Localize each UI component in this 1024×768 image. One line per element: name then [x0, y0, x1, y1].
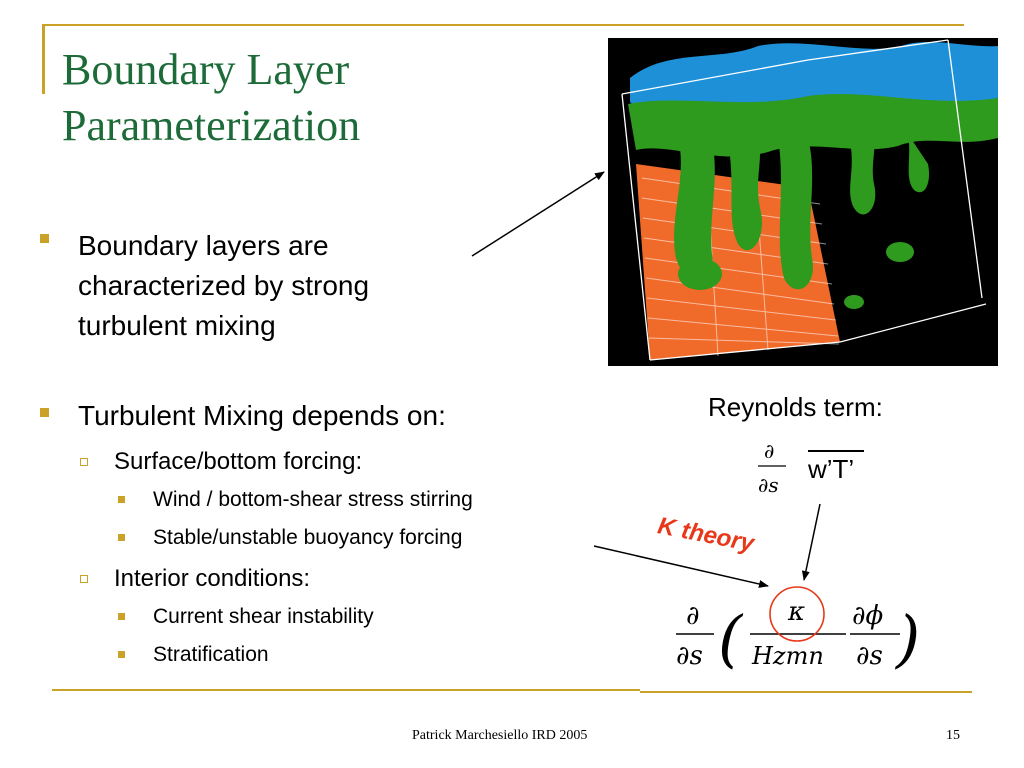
reynolds-partial-derivative: ∂ ∂s: [758, 439, 786, 497]
slide-title-line-1: Boundary Layer: [62, 45, 350, 94]
square-bullet-icon: [118, 496, 125, 503]
green-mixed-layer: [628, 94, 998, 157]
blue-surface-layer: [630, 42, 998, 112]
svg-text:κ: κ: [787, 597, 805, 627]
title-frame-vertical: [42, 24, 45, 94]
green-blob: [886, 242, 914, 262]
slide-title: Boundary Layer Parameterization: [62, 42, 582, 154]
svg-text:∂s: ∂s: [856, 641, 883, 671]
green-plume: [908, 134, 930, 193]
subsubbullet-text: Stable/unstable buoyancy forcing: [153, 526, 463, 549]
subsubbullet-text: Current shear instability: [153, 605, 374, 628]
footer-divider-left: [52, 689, 640, 691]
footer-author: Patrick Marchesiello IRD 2005: [412, 728, 588, 743]
boundary-layer-3d-visualization: [608, 38, 998, 366]
reynolds-flux-overline: [808, 450, 864, 452]
subsubbullet-text: Wind / bottom-shear stress stirring: [153, 488, 473, 511]
square-bullet-icon: [118, 651, 125, 658]
svg-text:∂s: ∂s: [676, 641, 703, 671]
reynolds-term-label: Reynolds term:: [708, 392, 883, 422]
green-plume: [848, 134, 876, 215]
title-frame-horizontal: [42, 24, 964, 26]
green-plume: [674, 138, 715, 279]
bullet-text-line: Turbulent Mixing depends on:: [78, 400, 446, 431]
bullet-text-line: turbulent mixing: [78, 310, 276, 341]
subbullet-text: Interior conditions:: [114, 565, 311, 592]
bullet-text-line: characterized by strong: [78, 270, 370, 301]
svg-text:∂: ∂: [764, 439, 774, 463]
subbullet-text: Surface/bottom forcing:: [114, 448, 363, 475]
arrow-from-reynolds: [801, 503, 821, 581]
green-plume: [778, 138, 813, 290]
svg-text:∂ϕ: ∂ϕ: [852, 601, 883, 631]
green-blob: [844, 295, 864, 309]
square-bullet-icon: [40, 234, 49, 243]
hollow-square-bullet-icon: [80, 575, 88, 583]
k-theory-label: K theory: [655, 512, 757, 558]
slide-number: 15: [946, 728, 960, 743]
square-bullet-icon: [40, 408, 49, 417]
bullet-text-line: Boundary layers are: [78, 230, 329, 261]
svg-text:): ): [894, 602, 920, 675]
green-plume: [728, 140, 762, 251]
kappa-highlight-circle: [769, 586, 825, 642]
svg-text:∂s: ∂s: [758, 473, 779, 497]
svg-text:Hzmn: Hzmn: [751, 642, 824, 670]
svg-text:(: (: [718, 602, 744, 675]
hollow-square-bullet-icon: [80, 458, 88, 466]
subsubbullet-text: Stratification: [153, 643, 269, 666]
square-bullet-icon: [118, 534, 125, 541]
k-theory-equation: ∂ ∂s ( κ Hzmn ∂ϕ ∂s ): [676, 597, 920, 675]
green-blob: [678, 258, 722, 290]
square-bullet-icon: [118, 613, 125, 620]
svg-text:∂: ∂: [686, 601, 699, 631]
reynolds-flux-term: w’T’: [808, 454, 855, 484]
footer-divider-right: [640, 691, 972, 693]
slide-title-line-2: Parameterization: [62, 101, 361, 150]
